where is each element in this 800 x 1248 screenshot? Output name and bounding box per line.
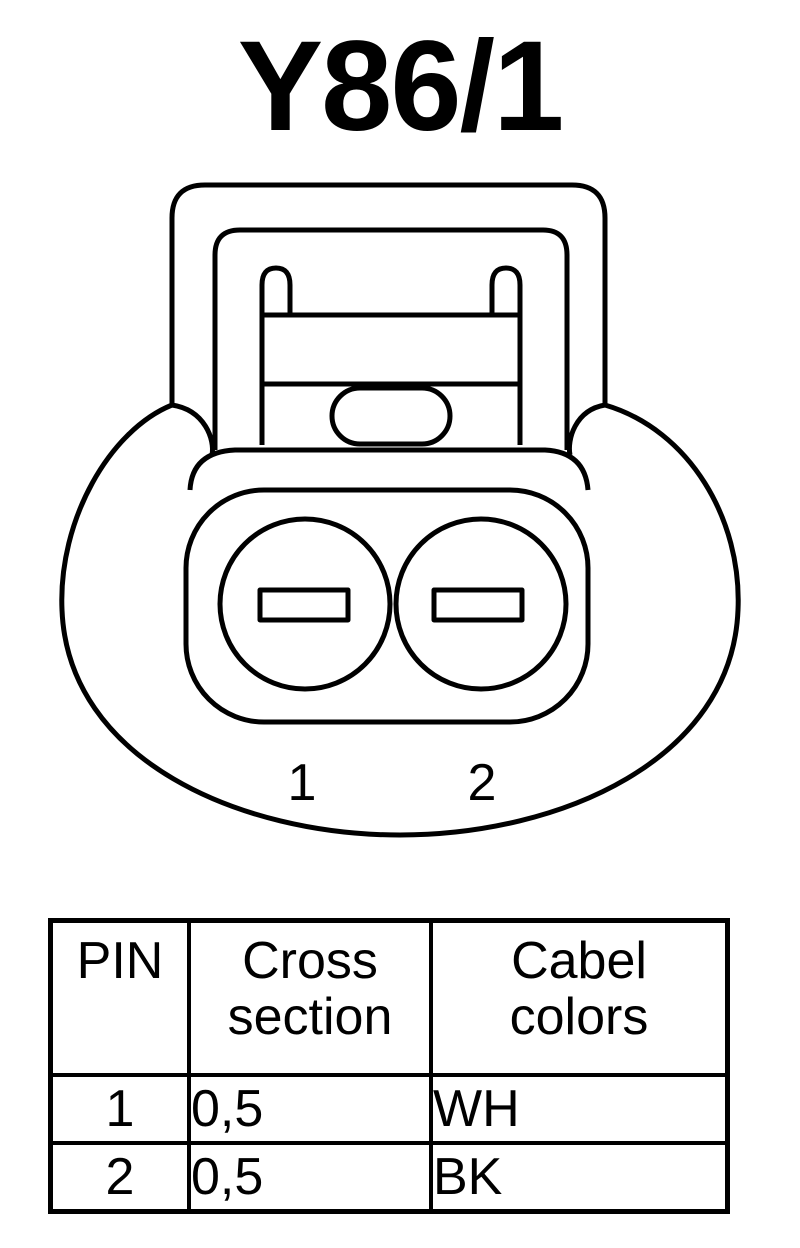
- row-2-pin: 2: [48, 1141, 191, 1214]
- header-pin-text: PIN: [76, 932, 164, 990]
- pin-contact-1: [257, 587, 351, 623]
- table-header-row: PIN Cross section Cabel colors: [48, 918, 730, 1077]
- latch-tab-right: [489, 265, 523, 315]
- latch-plate: [259, 312, 523, 445]
- header-color-line-2: colors: [509, 988, 649, 1046]
- pin-label-2: 2: [468, 754, 497, 812]
- latch-tab-left: [259, 265, 293, 315]
- diagram-title: Y86/1: [237, 15, 565, 158]
- row-1-cross-section: 0,5: [187, 1073, 433, 1145]
- row-1-color: WH: [429, 1073, 730, 1145]
- row-1-pin: 1: [48, 1073, 191, 1145]
- header-pin: PIN: [48, 918, 191, 1077]
- shoulder-left: [171, 402, 215, 456]
- pin-label-1: 1: [288, 754, 317, 812]
- pin-cavity-1: [217, 516, 393, 692]
- row-2-color: BK: [429, 1141, 730, 1214]
- connector-drawing: 1 2: [59, 182, 741, 838]
- connector-housing: [59, 182, 741, 838]
- pin-contact-2: [431, 587, 525, 623]
- header-color-line-1: Cabel: [511, 932, 647, 990]
- socket-frame: [183, 487, 591, 725]
- pin-table: PIN Cross section Cabel colors 1 0,5 WH …: [48, 918, 730, 1214]
- shoulder-right: [566, 402, 606, 456]
- header-cable-colors: Cabel colors: [429, 918, 730, 1077]
- mating-face: [187, 447, 591, 491]
- latch-button: [329, 385, 453, 447]
- row-2-cross-section: 0,5: [187, 1141, 433, 1214]
- header-cross-section: Cross section: [187, 918, 433, 1077]
- header-cross-line-1: Cross: [242, 932, 378, 990]
- table-row: 2 0,5 BK: [48, 1141, 730, 1214]
- pin-cavity-2: [393, 516, 569, 692]
- latch-frame: [212, 227, 570, 450]
- header-cross-line-2: section: [227, 988, 393, 1046]
- table-row: 1 0,5 WH: [48, 1073, 730, 1145]
